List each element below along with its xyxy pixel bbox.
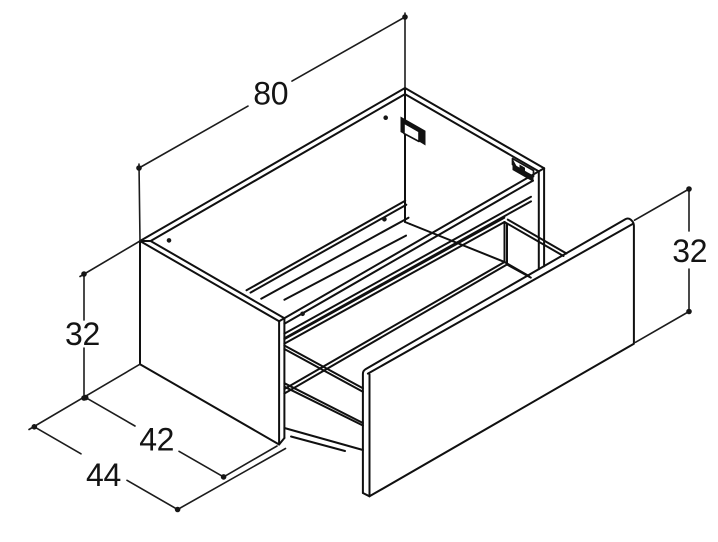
svg-text:32: 32	[672, 233, 707, 269]
svg-text:44: 44	[86, 457, 121, 493]
svg-text:80: 80	[253, 76, 288, 112]
svg-text:32: 32	[65, 316, 100, 352]
svg-text:42: 42	[139, 422, 174, 458]
